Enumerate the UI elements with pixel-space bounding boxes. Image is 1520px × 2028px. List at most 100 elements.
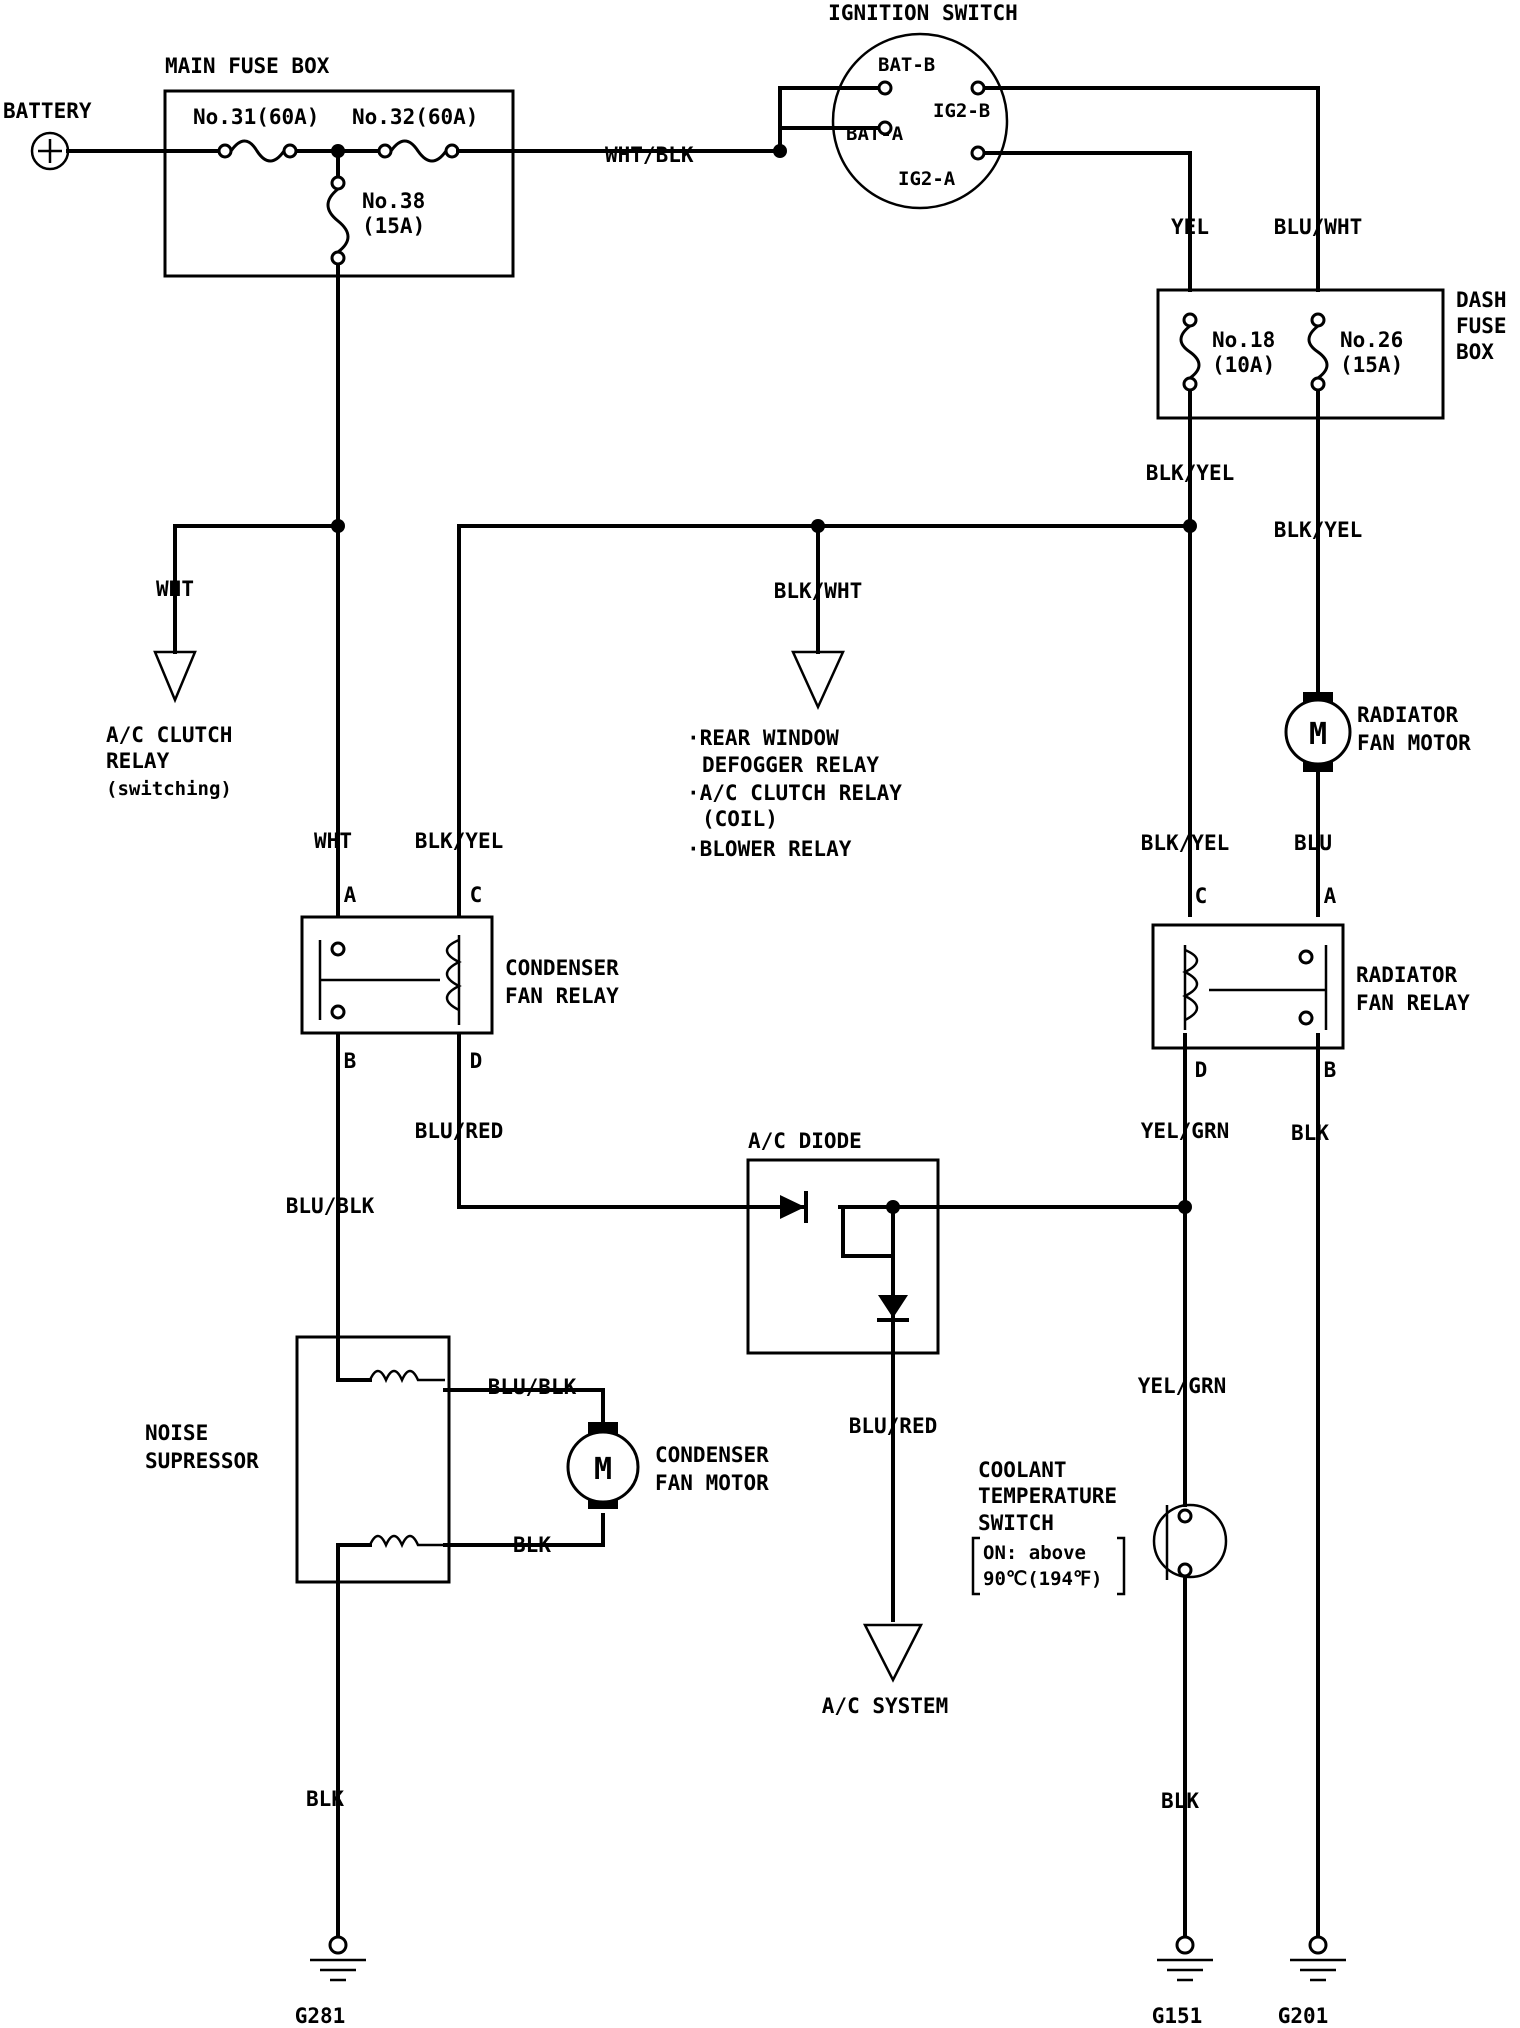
ig2-b-label: IG2-B <box>933 100 990 122</box>
radiator-relay-pin-a: A <box>1324 884 1337 908</box>
loads-label-4: (COIL) <box>702 807 778 831</box>
radiator-fan-motor: M RADIATOR FAN MOTOR <box>1284 692 1471 772</box>
radiator-fan-motor-label-2: FAN MOTOR <box>1357 731 1471 755</box>
bat-b-label: BAT-B <box>878 54 935 76</box>
main-fuse-box: MAIN FUSE BOX No.31(60A) No.32(60A) No.3… <box>163 54 515 278</box>
wire-blu: BLU <box>1294 831 1332 855</box>
condenser-relay-pin-d: D <box>470 1049 483 1073</box>
radiator-relay-pin-c: C <box>1195 884 1208 908</box>
ground-g201: G201 <box>1278 1935 1346 2028</box>
radiator-fan-motor-symbol: M <box>1309 717 1327 752</box>
noise-suppressor-label-1: NOISE <box>145 1421 208 1445</box>
coolant-switch-label-4: ON: above <box>983 1542 1086 1564</box>
bat-a-label: BAT-A <box>846 123 904 145</box>
loads-label-3: ·A/C CLUTCH RELAY <box>687 781 902 805</box>
dash-fuse-box-label-1: DASH <box>1456 288 1507 312</box>
wire-blk-yel-relay: BLK/YEL <box>415 829 504 853</box>
noise-suppressor: NOISE SUPRESSOR <box>145 1335 451 1584</box>
ground-g281: G281 <box>295 1935 366 2028</box>
ac-system-connector: A/C SYSTEM <box>822 1623 948 1718</box>
fuse-26: No.26 (15A) <box>1307 312 1403 392</box>
fuse-32-label: No.32(60A) <box>352 105 478 129</box>
radiator-fan-relay: BLK/YEL BLU C A D B RADIATOR FAN RELAY <box>1141 831 1470 1082</box>
condenser-fan-motor: M CONDENSER FAN MOTOR <box>566 1422 769 1509</box>
fuse-18-rating: (10A) <box>1212 353 1275 377</box>
fuse-26-rating: (15A) <box>1340 353 1403 377</box>
ac-clutch-relay-label-3: (switching) <box>106 778 232 800</box>
fuse-38: No.38 (15A) <box>326 175 425 266</box>
condenser-fan-relay: WHT BLK/YEL A C B D CONDENSER FAN RELAY <box>300 829 619 1073</box>
radiator-fan-motor-label-1: RADIATOR <box>1357 703 1459 727</box>
ground-g151-label: G151 <box>1152 2004 1203 2028</box>
dash-fuse-box: DASH FUSE BOX No.18 (10A) No.26 (15A) <box>1156 288 1507 420</box>
condenser-relay-label-2: FAN RELAY <box>505 984 619 1008</box>
wire-blk-yel-dash-2: BLK/YEL <box>1274 518 1363 542</box>
coolant-switch-label-5: 90℃(194℉) <box>983 1568 1103 1590</box>
wire-blu-red-ac: BLU/RED <box>849 1414 938 1438</box>
fuse-32: No.32(60A) <box>352 105 478 163</box>
battery-terminal: BATTERY <box>3 99 92 171</box>
ac-clutch-relay-label-2: RELAY <box>106 749 170 773</box>
radiator-relay-label-1: RADIATOR <box>1356 963 1458 987</box>
ignition-switch: IGNITION SWITCH BAT-B IG2-B BAT-A IG2-A <box>828 1 1018 210</box>
junctions <box>331 144 1197 1214</box>
wires <box>66 86 1320 1947</box>
wire-blk-yel-rad-relay: BLK/YEL <box>1141 831 1230 855</box>
ig2-a-label: IG2-A <box>898 168 956 190</box>
coolant-switch-label-3: SWITCH <box>978 1511 1054 1535</box>
condenser-relay-pin-a: A <box>344 883 357 907</box>
wire-wht-tap: WHT <box>156 577 194 601</box>
ground-g281-label: G281 <box>295 2004 346 2028</box>
coolant-switch-label-2: TEMPERATURE <box>978 1484 1117 1508</box>
condenser-fan-motor-label-2: FAN MOTOR <box>655 1471 769 1495</box>
fuse-26-number: No.26 <box>1340 328 1403 352</box>
wire-blk-g151: BLK <box>1161 1789 1199 1813</box>
ac-diode-label: A/C DIODE <box>748 1129 862 1153</box>
ac-clutch-relay-label-1: A/C CLUTCH <box>106 723 232 747</box>
battery-label: BATTERY <box>3 99 92 123</box>
condenser-relay-label-1: CONDENSER <box>505 956 619 980</box>
relay-loads-connector: BLK/WHT ·REAR WINDOW DEFOGGER RELAY ·A/C… <box>687 579 902 861</box>
condenser-relay-pin-b: B <box>344 1049 357 1073</box>
wire-blu-red-condenser: BLU/RED <box>415 1119 504 1143</box>
wire-yel-grn-upper: YEL/GRN <box>1141 1119 1230 1143</box>
fuse-18-number: No.18 <box>1212 328 1275 352</box>
condenser-relay-pin-c: C <box>470 883 483 907</box>
fuse-31: No.31(60A) <box>193 105 319 163</box>
wire-blk-yel-dash-1: BLK/YEL <box>1146 461 1235 485</box>
dash-fuse-box-label-3: BOX <box>1456 340 1494 364</box>
coolant-temperature-switch: YEL/GRN COOLANT TEMPERATURE SWITCH ON: a… <box>971 1374 1228 1596</box>
wire-blu-blk-upper: BLU/BLK <box>286 1194 375 1218</box>
loads-label-5: ·BLOWER RELAY <box>687 837 852 861</box>
radiator-relay-pin-b: B <box>1324 1058 1337 1082</box>
wire-blk-radiator: BLK <box>1291 1121 1329 1145</box>
ground-g151: G151 <box>1152 1935 1213 2028</box>
fuse-31-label: No.31(60A) <box>193 105 319 129</box>
main-fuse-box-label: MAIN FUSE BOX <box>165 54 330 78</box>
condenser-fan-motor-label-1: CONDENSER <box>655 1443 769 1467</box>
ac-diode: A/C DIODE <box>746 1129 940 1355</box>
loads-label-2: DEFOGGER RELAY <box>702 753 879 777</box>
fuse-38-rating: (15A) <box>362 214 425 238</box>
wire-wht-blk: WHT/BLK <box>605 143 694 167</box>
loads-label-1: ·REAR WINDOW <box>687 726 839 750</box>
radiator-relay-label-2: FAN RELAY <box>1356 991 1470 1015</box>
noise-suppressor-label-2: SUPRESSOR <box>145 1449 259 1473</box>
wire-blk-noise: BLK <box>513 1533 551 1557</box>
dash-fuse-box-label-2: FUSE <box>1456 314 1507 338</box>
wire-blu-wht: BLU/WHT <box>1274 215 1363 239</box>
wire-blk-wht: BLK/WHT <box>774 579 863 603</box>
ac-clutch-relay-connector: WHT A/C CLUTCH RELAY (switching) <box>106 577 232 800</box>
fuse-38-number: No.38 <box>362 189 425 213</box>
ignition-switch-label: IGNITION SWITCH <box>828 1 1018 25</box>
wire-yel-grn-lower: YEL/GRN <box>1138 1374 1227 1398</box>
fuse-18: No.18 (10A) <box>1179 312 1275 392</box>
condenser-fan-motor-symbol: M <box>594 1452 612 1487</box>
coolant-switch-label-1: COOLANT <box>978 1458 1067 1482</box>
wire-wht-relay: WHT <box>314 829 352 853</box>
ground-g201-label: G201 <box>1278 2004 1329 2028</box>
radiator-relay-pin-d: D <box>1195 1058 1208 1082</box>
wire-blk-g281: BLK <box>306 1787 344 1811</box>
wire-blu-blk-lower: BLU/BLK <box>488 1375 577 1399</box>
